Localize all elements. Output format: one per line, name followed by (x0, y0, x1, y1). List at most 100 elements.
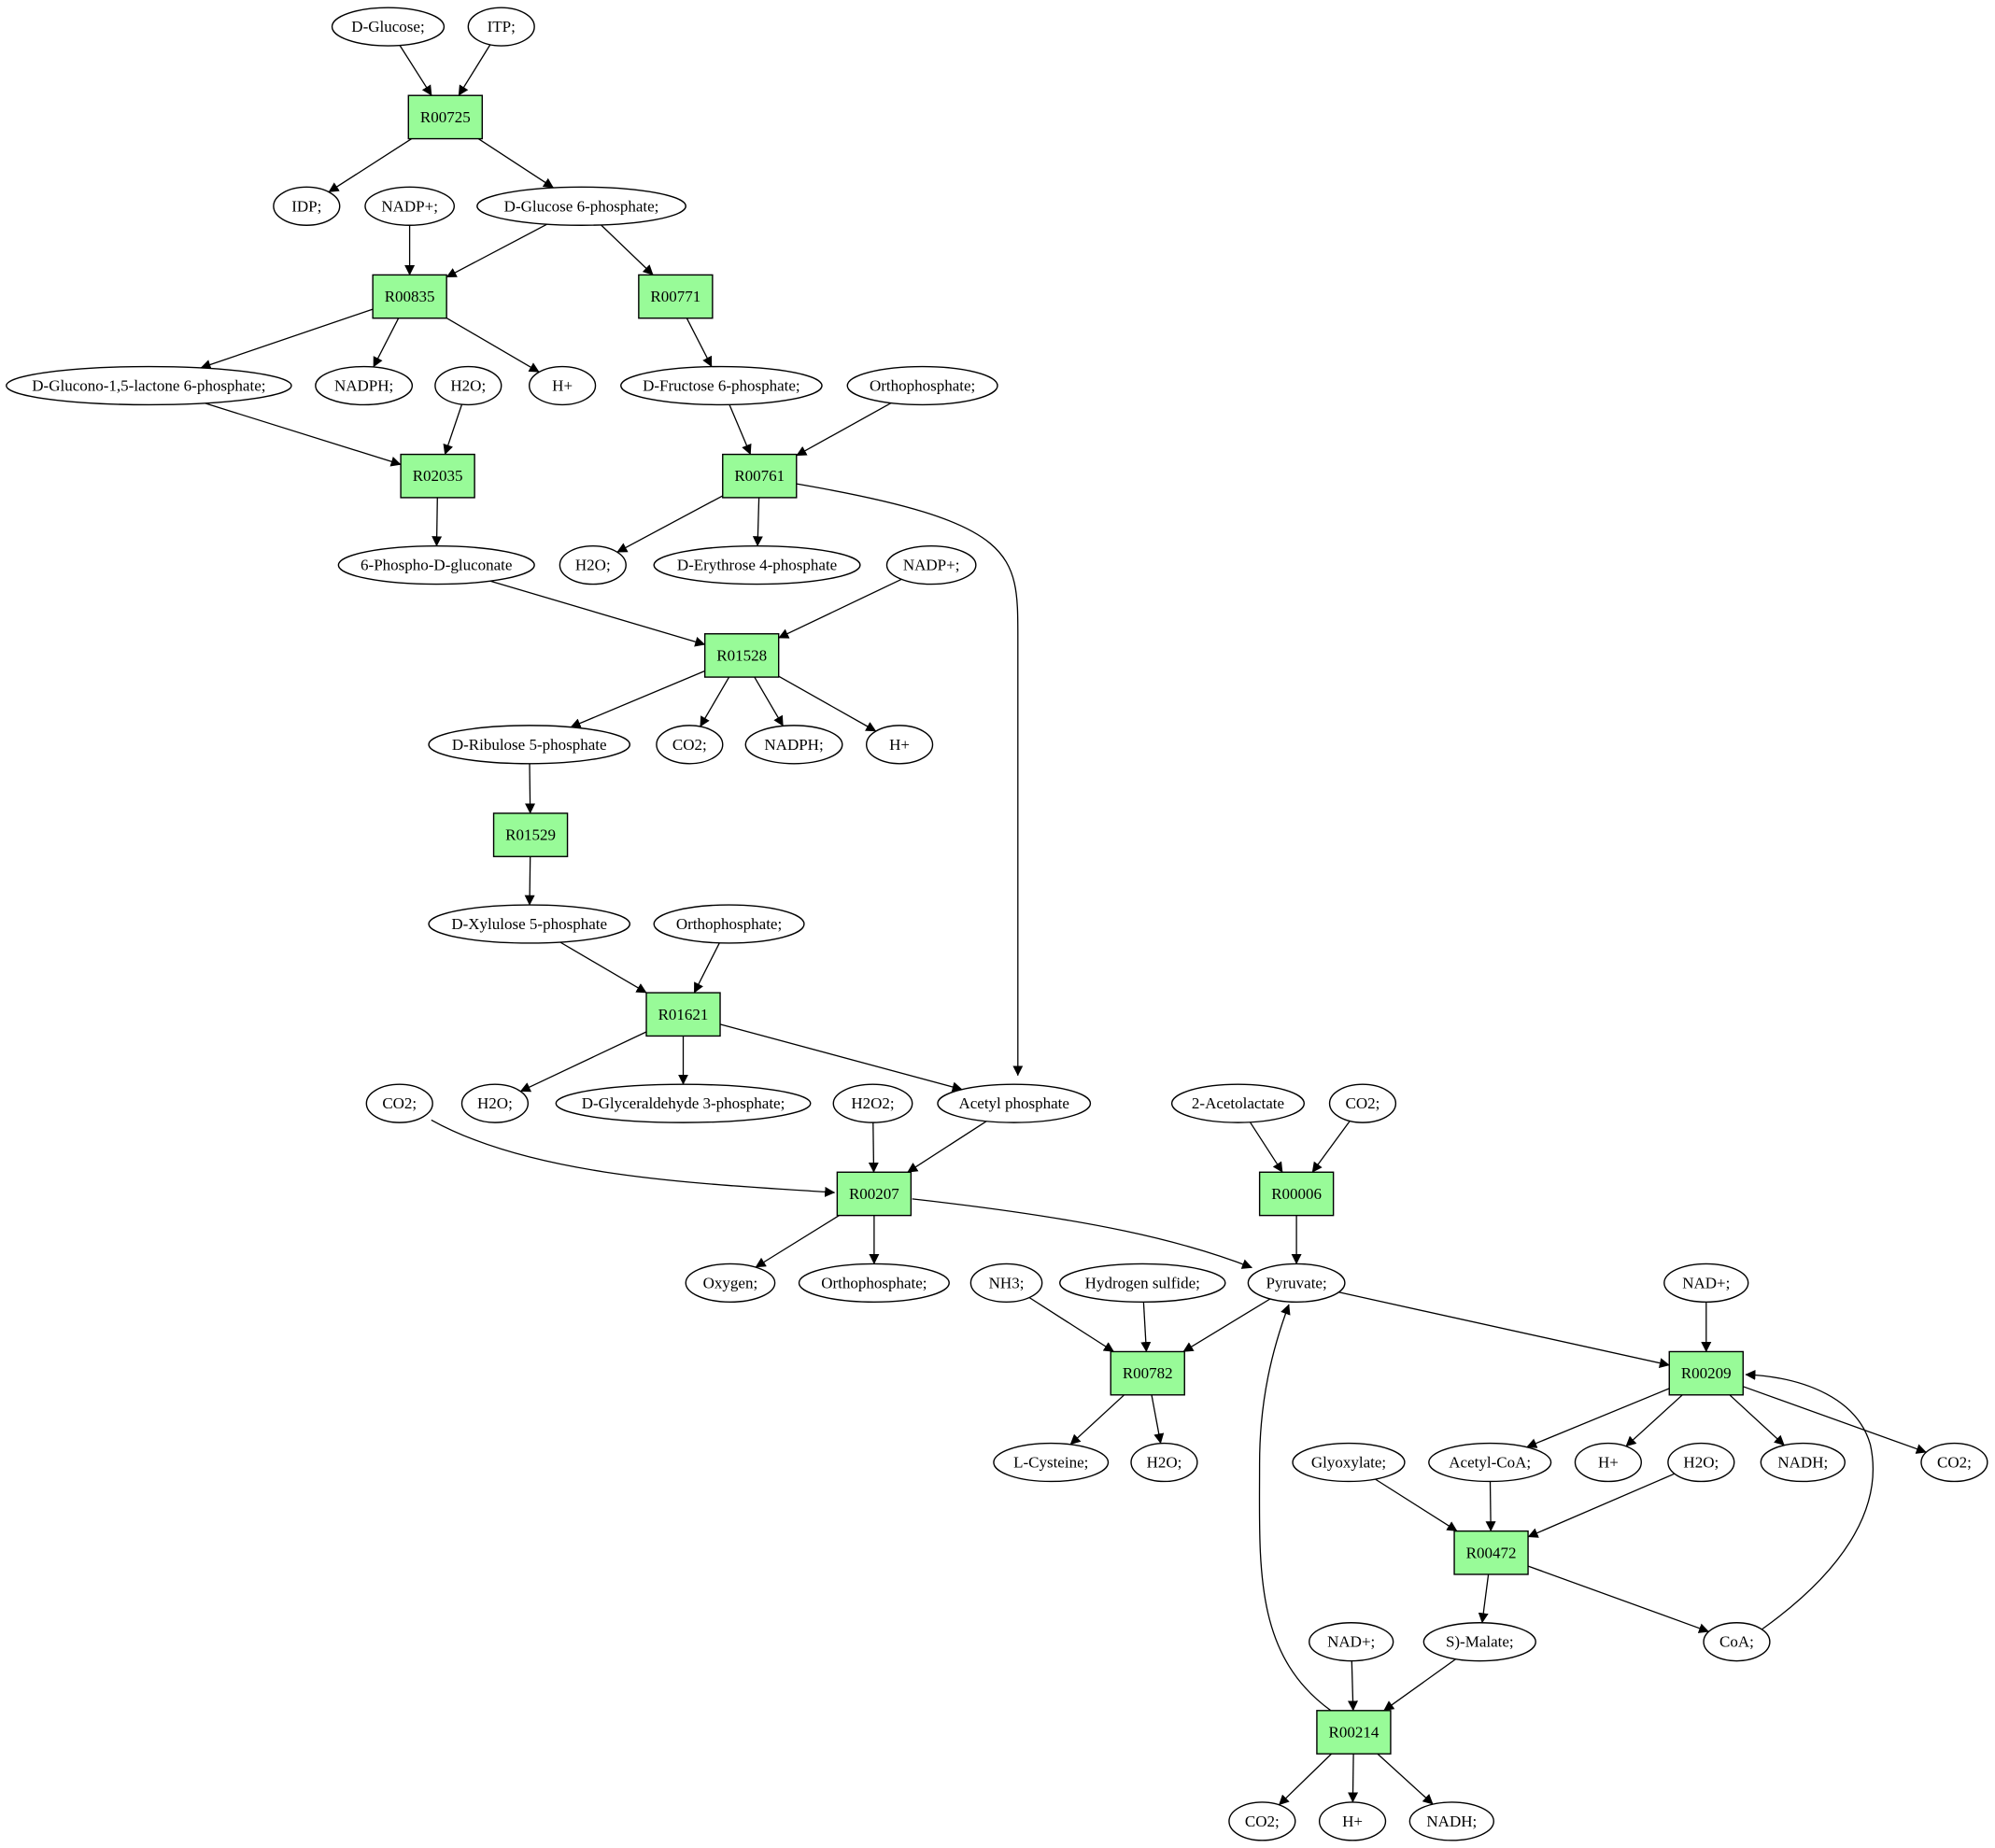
compound-node-co2d: CO2; (1920, 1442, 1988, 1483)
compound-ellipse (653, 545, 861, 585)
edge-mal-to-R00214 (1383, 1658, 1456, 1712)
node-label: D-Erythrose 4-phosphate (677, 557, 837, 574)
node-label: D-Xylulose 5-phosphate (451, 915, 607, 933)
compound-node-e4p: D-Erythrose 4-phosphate (653, 545, 861, 585)
reaction-node-r00782: R00782 (1110, 1350, 1185, 1396)
compound-ellipse (832, 1083, 913, 1123)
compound-ellipse (337, 545, 535, 585)
node-label: Pyruvate; (1266, 1274, 1327, 1291)
node-label: Orthophosphate; (821, 1274, 927, 1291)
edge-R00761-to-e4p (752, 497, 763, 547)
compound-ellipse (969, 1263, 1043, 1303)
node-label: NH3; (989, 1274, 1025, 1291)
compound-node-mal: S)-Malate; (1422, 1622, 1536, 1662)
edge-R00771-to-f6p (686, 317, 713, 368)
reaction-box (1668, 1350, 1744, 1396)
node-label: R01528 (716, 646, 767, 664)
compound-node-h2s: Hydrogen sulfide; (1059, 1263, 1226, 1303)
node-label: NADP+; (381, 197, 438, 215)
reaction-box (372, 274, 447, 319)
node-label: Acetyl-CoA; (1449, 1454, 1531, 1472)
compound-node-g6p: D-Glucose 6-phosphate; (476, 186, 686, 226)
node-label: CO2; (1346, 1094, 1380, 1112)
compound-node-pi2: Orthophosphate; (653, 904, 805, 944)
edge-R00472-to-coa (1527, 1565, 1710, 1633)
node-label: H2O; (477, 1094, 513, 1112)
compound-ellipse (1703, 1622, 1771, 1662)
compound-ellipse (428, 904, 631, 944)
edge-g6p-to-R00835 (446, 223, 548, 278)
compound-node-h2: H+ (865, 725, 934, 765)
node-label: R02035 (413, 467, 463, 485)
node-label: R00006 (1271, 1185, 1322, 1203)
compound-ellipse (1228, 1801, 1296, 1841)
node-label: H+ (1598, 1454, 1619, 1472)
reaction-box (638, 274, 714, 319)
edge-R00835-to-nadph1 (373, 317, 400, 368)
compound-ellipse (1292, 1442, 1406, 1483)
edge-R00835-to-glcl (200, 308, 374, 370)
reaction-box (722, 453, 798, 499)
edge-R00782-to-cys (1069, 1394, 1125, 1446)
compound-node-ru5p: D-Ribulose 5-phosphate (428, 725, 631, 765)
node-layer: D-Glucose;ITP;R00725IDP;NADP+;D-Glucose … (6, 7, 1988, 1841)
compound-node-h3: H+ (1574, 1442, 1642, 1483)
edge-acl-to-R00006 (1249, 1121, 1283, 1173)
edge-R00725-to-g6p (477, 138, 554, 189)
edge-R01621-to-acp (719, 1023, 963, 1093)
edge-R01528-to-co2a (700, 676, 730, 727)
compound-node-pyr: Pyruvate; (1247, 1263, 1346, 1303)
node-label: S)-Malate; (1446, 1633, 1514, 1651)
compound-ellipse (620, 365, 823, 406)
node-label: Acetyl phosphate (958, 1094, 1069, 1112)
node-label: Glyoxylate; (1311, 1454, 1386, 1472)
compound-ellipse (467, 7, 535, 47)
compound-node-pi3: Orthophosphate; (798, 1263, 950, 1303)
node-label: D-Glucose 6-phosphate; (504, 197, 659, 215)
node-label: H+ (552, 376, 573, 394)
edge-R00214-to-nadh2 (1377, 1753, 1434, 1805)
node-label: R00207 (849, 1185, 899, 1203)
edge-pyr-to-R00782 (1182, 1298, 1271, 1353)
edge-R00472-to-mal (1478, 1573, 1490, 1624)
compound-node-co2e: CO2; (1228, 1801, 1296, 1841)
edge-pi1-to-R00761 (796, 402, 892, 457)
node-label: 2-Acetolactate (1192, 1094, 1284, 1112)
node-label: H+ (889, 736, 910, 754)
compound-ellipse (428, 725, 631, 765)
compound-node-acoa: Acetyl-CoA; (1428, 1442, 1552, 1483)
node-label: R00782 (1123, 1364, 1173, 1382)
node-label: D-Glyceraldehyde 3-phosphate; (582, 1094, 785, 1112)
compound-ellipse (798, 1263, 950, 1303)
compound-ellipse (1130, 1442, 1198, 1483)
node-label: Oxygen; (703, 1274, 758, 1291)
reaction-box (400, 453, 475, 499)
compound-ellipse (846, 365, 998, 406)
reaction-node-r00771: R00771 (638, 274, 714, 319)
edge-nh3-to-R00782 (1028, 1296, 1114, 1353)
node-label: ITP; (488, 18, 516, 35)
compound-ellipse (559, 545, 627, 585)
compound-node-h2o2n: H2O; (559, 545, 627, 585)
compound-ellipse (1663, 1263, 1749, 1303)
compound-node-nadph2: NADPH; (744, 725, 843, 765)
compound-node-nadph1: NADPH; (315, 365, 414, 406)
compound-ellipse (1760, 1442, 1846, 1483)
compound-node-h2o4: H2O; (1130, 1442, 1198, 1483)
compound-node-coa: CoA; (1703, 1622, 1771, 1662)
edge-f6p-to-R00761 (729, 404, 752, 456)
reaction-node-r01529: R01529 (492, 812, 569, 857)
compound-node-glc: D-Glucose; (331, 7, 446, 47)
compound-ellipse (528, 365, 597, 406)
edge-R00835-to-h1 (446, 317, 540, 373)
edge-R00207-to-pyr (912, 1198, 1252, 1269)
edge-co2b-to-R00207 (431, 1119, 836, 1197)
compound-node-co2c: CO2; (1328, 1083, 1397, 1123)
node-label: Hydrogen sulfide; (1085, 1274, 1200, 1291)
compound-ellipse (1428, 1442, 1552, 1483)
node-label: NADH; (1777, 1454, 1828, 1472)
compound-ellipse (1574, 1442, 1642, 1483)
compound-node-f6p: D-Fructose 6-phosphate; (620, 365, 823, 406)
node-label: D-Fructose 6-phosphate; (643, 376, 800, 394)
compound-node-co2b: CO2; (365, 1083, 433, 1123)
